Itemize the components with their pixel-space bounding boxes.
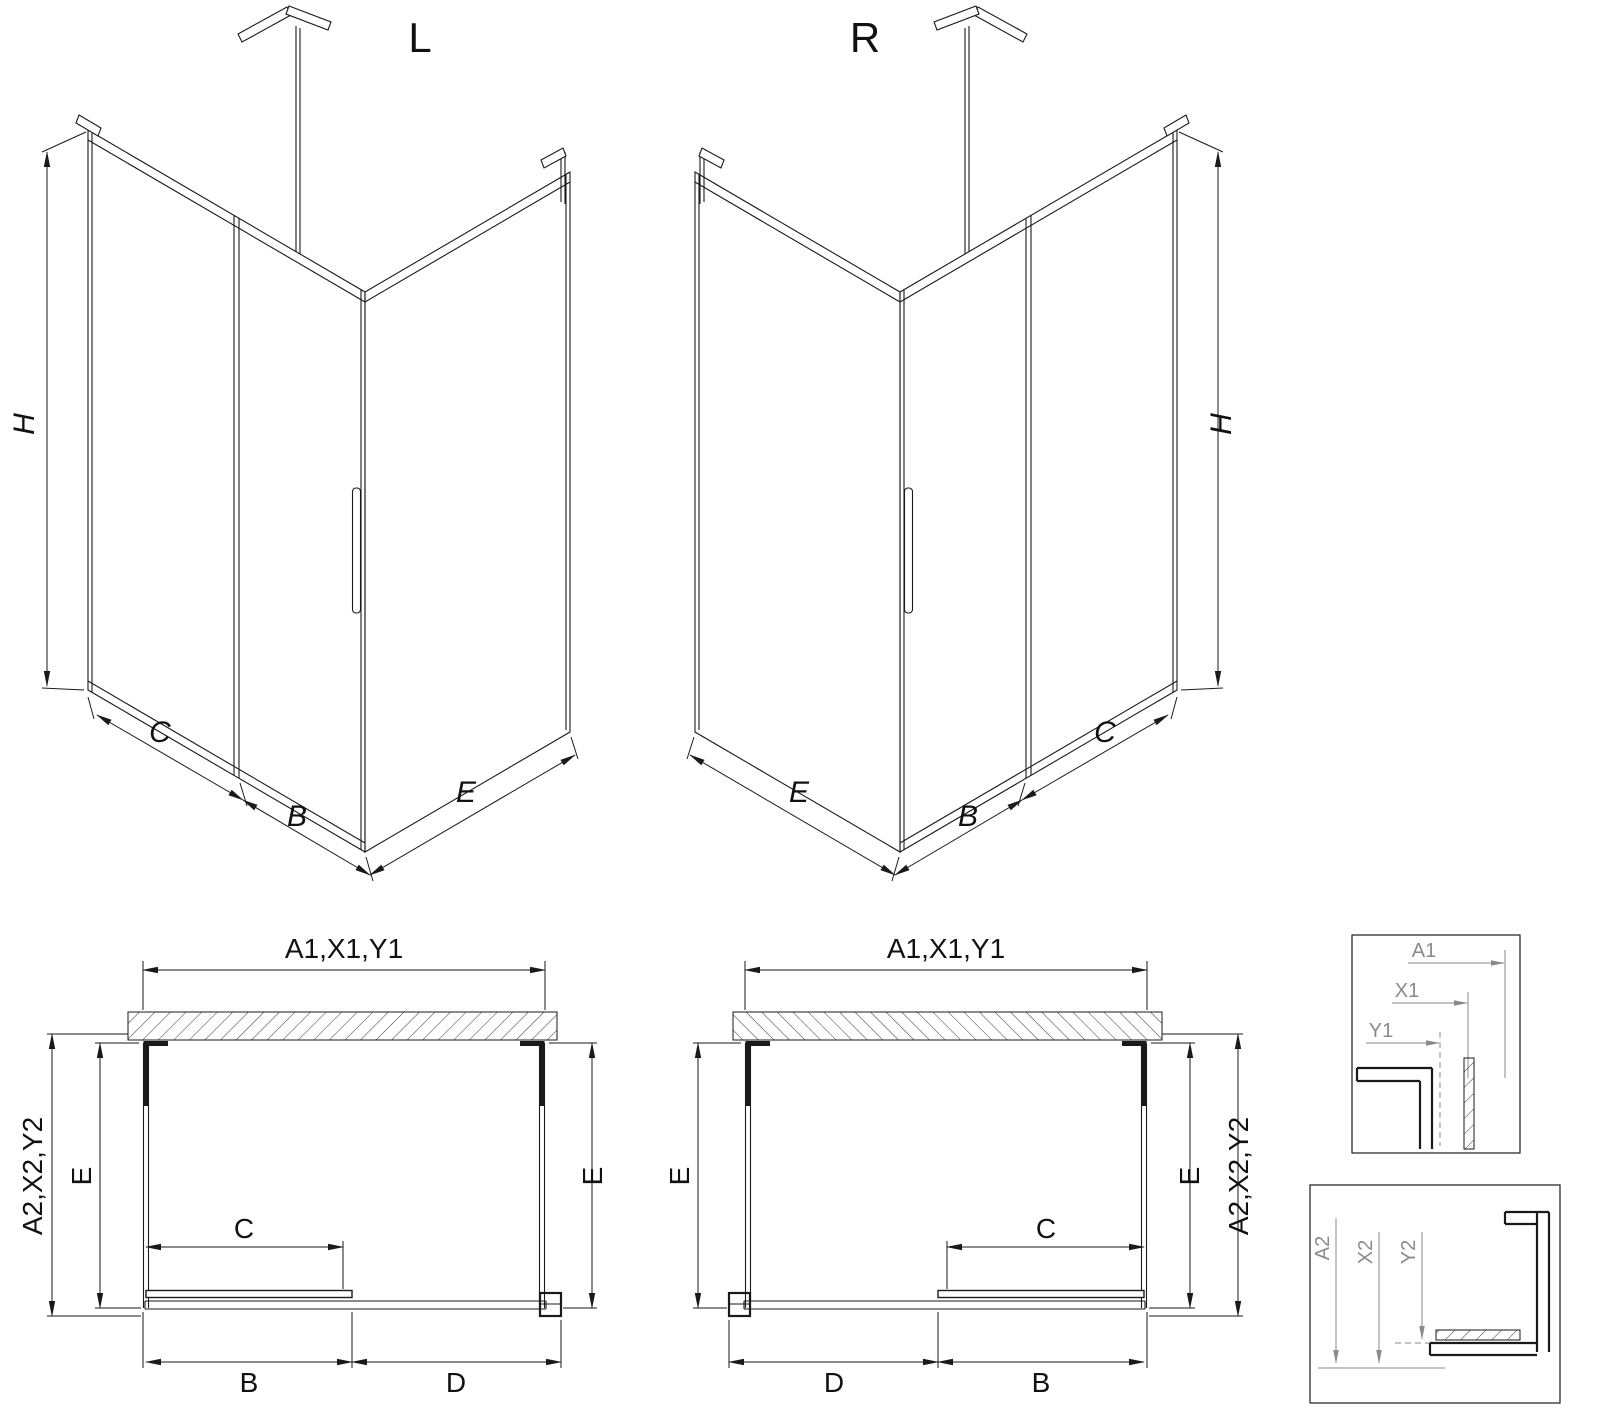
detail-section-top: A1 X1 Y1: [1351, 934, 1521, 1154]
plan-view-left: A1,X1,Y1 A2,X2,Y2 E E C B D: [17, 933, 608, 1398]
dim-label-h-left: H: [8, 413, 41, 435]
detail-label-x1: X1: [1395, 980, 1419, 1002]
plan-geometry-left: [47, 961, 597, 1368]
dim-label-b-plan-left: B: [240, 1367, 259, 1398]
dim-label-d-plan-right: D: [824, 1367, 844, 1398]
detail-label-a2: A2: [1312, 1236, 1334, 1260]
detail-section-bottom: A2 X2 Y2: [1309, 1184, 1561, 1404]
detail-top-frame: [1351, 934, 1521, 1154]
detail-label-y2: Y2: [1398, 1240, 1420, 1264]
dim-label-e-left-plan-left: E: [66, 1167, 97, 1186]
dim-label-c-plan-right: C: [1036, 1213, 1056, 1244]
dim-label-e-right-plan-right: E: [1174, 1167, 1205, 1186]
detail-label-x2: X2: [1355, 1240, 1377, 1264]
iso-geometry-right: [687, 6, 1223, 881]
view-title-l: L: [408, 14, 431, 61]
dim-label-e-right: E: [789, 776, 810, 809]
dim-label-c-left: C: [149, 716, 171, 749]
dim-label-b-plan-right: B: [1032, 1367, 1051, 1398]
detail-label-a1: A1: [1412, 940, 1436, 962]
detail-label-y1: Y1: [1369, 1020, 1393, 1042]
dim-label-a1-group-right: A1,X1,Y1: [887, 933, 1005, 964]
dim-label-h-right: H: [1205, 413, 1238, 435]
dim-label-b-right: B: [958, 800, 978, 833]
dim-label-c-plan-left: C: [234, 1213, 254, 1244]
plan-view-right: A1,X1,Y1 E E A2,X2,Y2 C D B: [664, 933, 1254, 1398]
iso-view-left: L H C B E: [8, 6, 578, 881]
dim-label-d-plan-left: D: [446, 1367, 466, 1398]
dim-label-a2-group-left: A2,X2,Y2: [17, 1117, 48, 1235]
plan-geometry-right: [693, 961, 1243, 1368]
view-title-r: R: [850, 14, 880, 61]
dim-label-a2-group-right: A2,X2,Y2: [1223, 1117, 1254, 1235]
iso-geometry-left: [42, 6, 578, 881]
dim-label-a1-group-left: A1,X1,Y1: [285, 933, 403, 964]
dim-label-b-left: B: [287, 800, 307, 833]
iso-view-right: R H C B E: [687, 6, 1238, 881]
dim-label-e-right-plan-left: E: [577, 1167, 608, 1186]
dim-label-c-right: C: [1094, 716, 1116, 749]
dim-label-e-left: E: [456, 776, 477, 809]
dim-label-e-left-plan-right: E: [664, 1167, 695, 1186]
detail-bottom-frame: [1309, 1184, 1561, 1404]
